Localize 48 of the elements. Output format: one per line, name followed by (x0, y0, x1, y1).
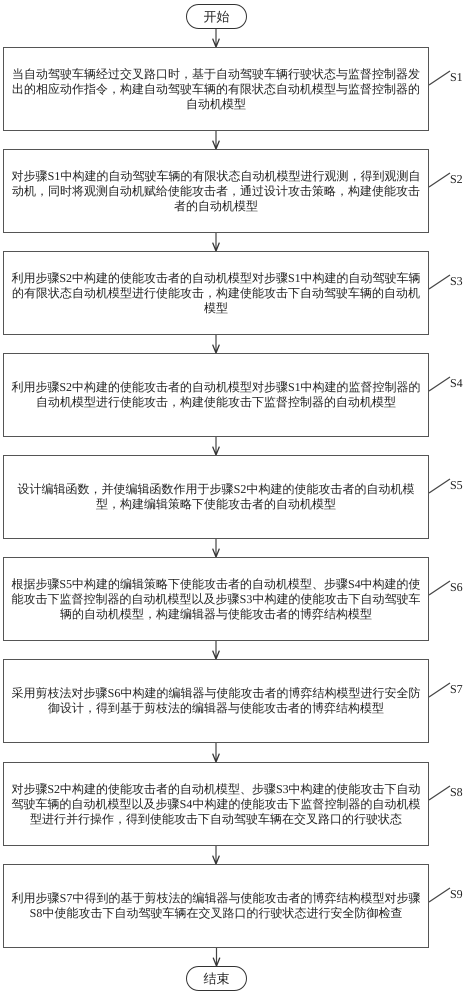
process-box (3, 47, 429, 131)
step-label: S4 (450, 376, 463, 390)
step-text: 当自动驾驶车辆经过交叉路口时，基于自动驾驶车辆行驶状态与监督控制器发出的相应动作指令，构建自动驾驶车辆的有限状态自动机模型与监督控制器的自动机模型 (11, 66, 421, 112)
process-box (3, 659, 429, 743)
step-text: 对步骤S1中构建的自动驾驶车辆的有限状态自动机模型进行观测，得到观测自动机，同时将观测自动机赋给使能攻击者，通过设计攻击策略，构建使能攻击者的自动机模型 (10, 168, 422, 214)
step-label: S9 (450, 886, 463, 902)
leader-line (428, 580, 450, 596)
arrow (212, 233, 220, 252)
leader-line (428, 786, 450, 800)
leader-line (428, 274, 450, 290)
step-text: 根据步骤S5中构建的编辑策略下使能攻击者的自动机模型、步骤S4中构建的使能攻击下监督控制器的自动机模型以及步骤S3中构建的使能攻击下自动驾驶车辆的自动机模型，构建编辑器与使能攻击者的博弈结构模型 (10, 576, 422, 622)
leader-line (428, 888, 450, 902)
process-box (3, 149, 429, 233)
arrow (212, 948, 220, 967)
arrow (212, 641, 220, 660)
step-text: 利用步骤S2中构建的使能攻击者的自动机模型对步骤S1中构建的监督控制器的自动机模型进行使能攻击，构建使能攻击下监督控制器的自动机模型 (10, 380, 422, 410)
arrow (212, 131, 220, 150)
leader-line (428, 478, 450, 494)
step-text: 采用剪枝法对步骤S6中构建的编辑器与使能攻击者的博弈结构模型进行安全防御设计，得到基于剪枝法的编辑器与使能攻击者的博弈结构模型 (10, 686, 422, 716)
step-text: 对步骤S2中构建的使能攻击者的自动机模型、步骤S3中构建的使能攻击下自动驾驶车辆的自动机模型以及步骤S4中构建的使能攻击下监督控制器的自动机模型进行并行操作，得到使能攻击下自动驾驶车辆在交叉路口的行驶状态 (10, 782, 422, 826)
step-text: 利用步骤S7中得到的基于剪枝法的编辑器与使能攻击者的博弈结构模型对步骤S8中使能攻击下自动驾驶车辆在交叉路口的行驶状态进行安全防御检查 (10, 891, 422, 921)
arrow (212, 539, 220, 558)
step-label: S5 (450, 478, 463, 492)
arrow (212, 846, 220, 865)
step-label: S7 (450, 682, 463, 696)
arrow (212, 437, 220, 456)
step-label: S8 (450, 784, 463, 800)
arrow (212, 743, 220, 763)
step-text: 结束 (204, 971, 230, 986)
leader-line (428, 70, 450, 86)
arrow (212, 29, 220, 48)
process-box (3, 455, 429, 539)
leader-line (428, 376, 450, 392)
arrow (212, 335, 220, 354)
process-box (3, 251, 429, 335)
process-box (3, 762, 429, 846)
step-label: S6 (450, 580, 463, 594)
leader-line (428, 682, 450, 698)
leader-line (428, 172, 450, 188)
step-text: 设计编辑函数，并使编辑函数作用于步骤S2中构建的使能攻击者的自动机模型，构建编辑策略下使能攻击者的自动机模型 (16, 482, 416, 512)
step-text: 利用步骤S2中构建的使能攻击者的自动机模型对步骤S1中构建的自动驾驶车辆的有限状态自动机模型进行使能攻击，构建使能攻击下自动驾驶车辆的自动机模型 (10, 270, 422, 316)
process-box (3, 557, 429, 641)
step-label: S1 (450, 70, 463, 84)
step-label: S2 (450, 172, 463, 186)
process-box (3, 353, 429, 437)
step-text: 开始 (204, 9, 230, 24)
process-box (3, 864, 429, 948)
step-label: S3 (450, 274, 463, 288)
